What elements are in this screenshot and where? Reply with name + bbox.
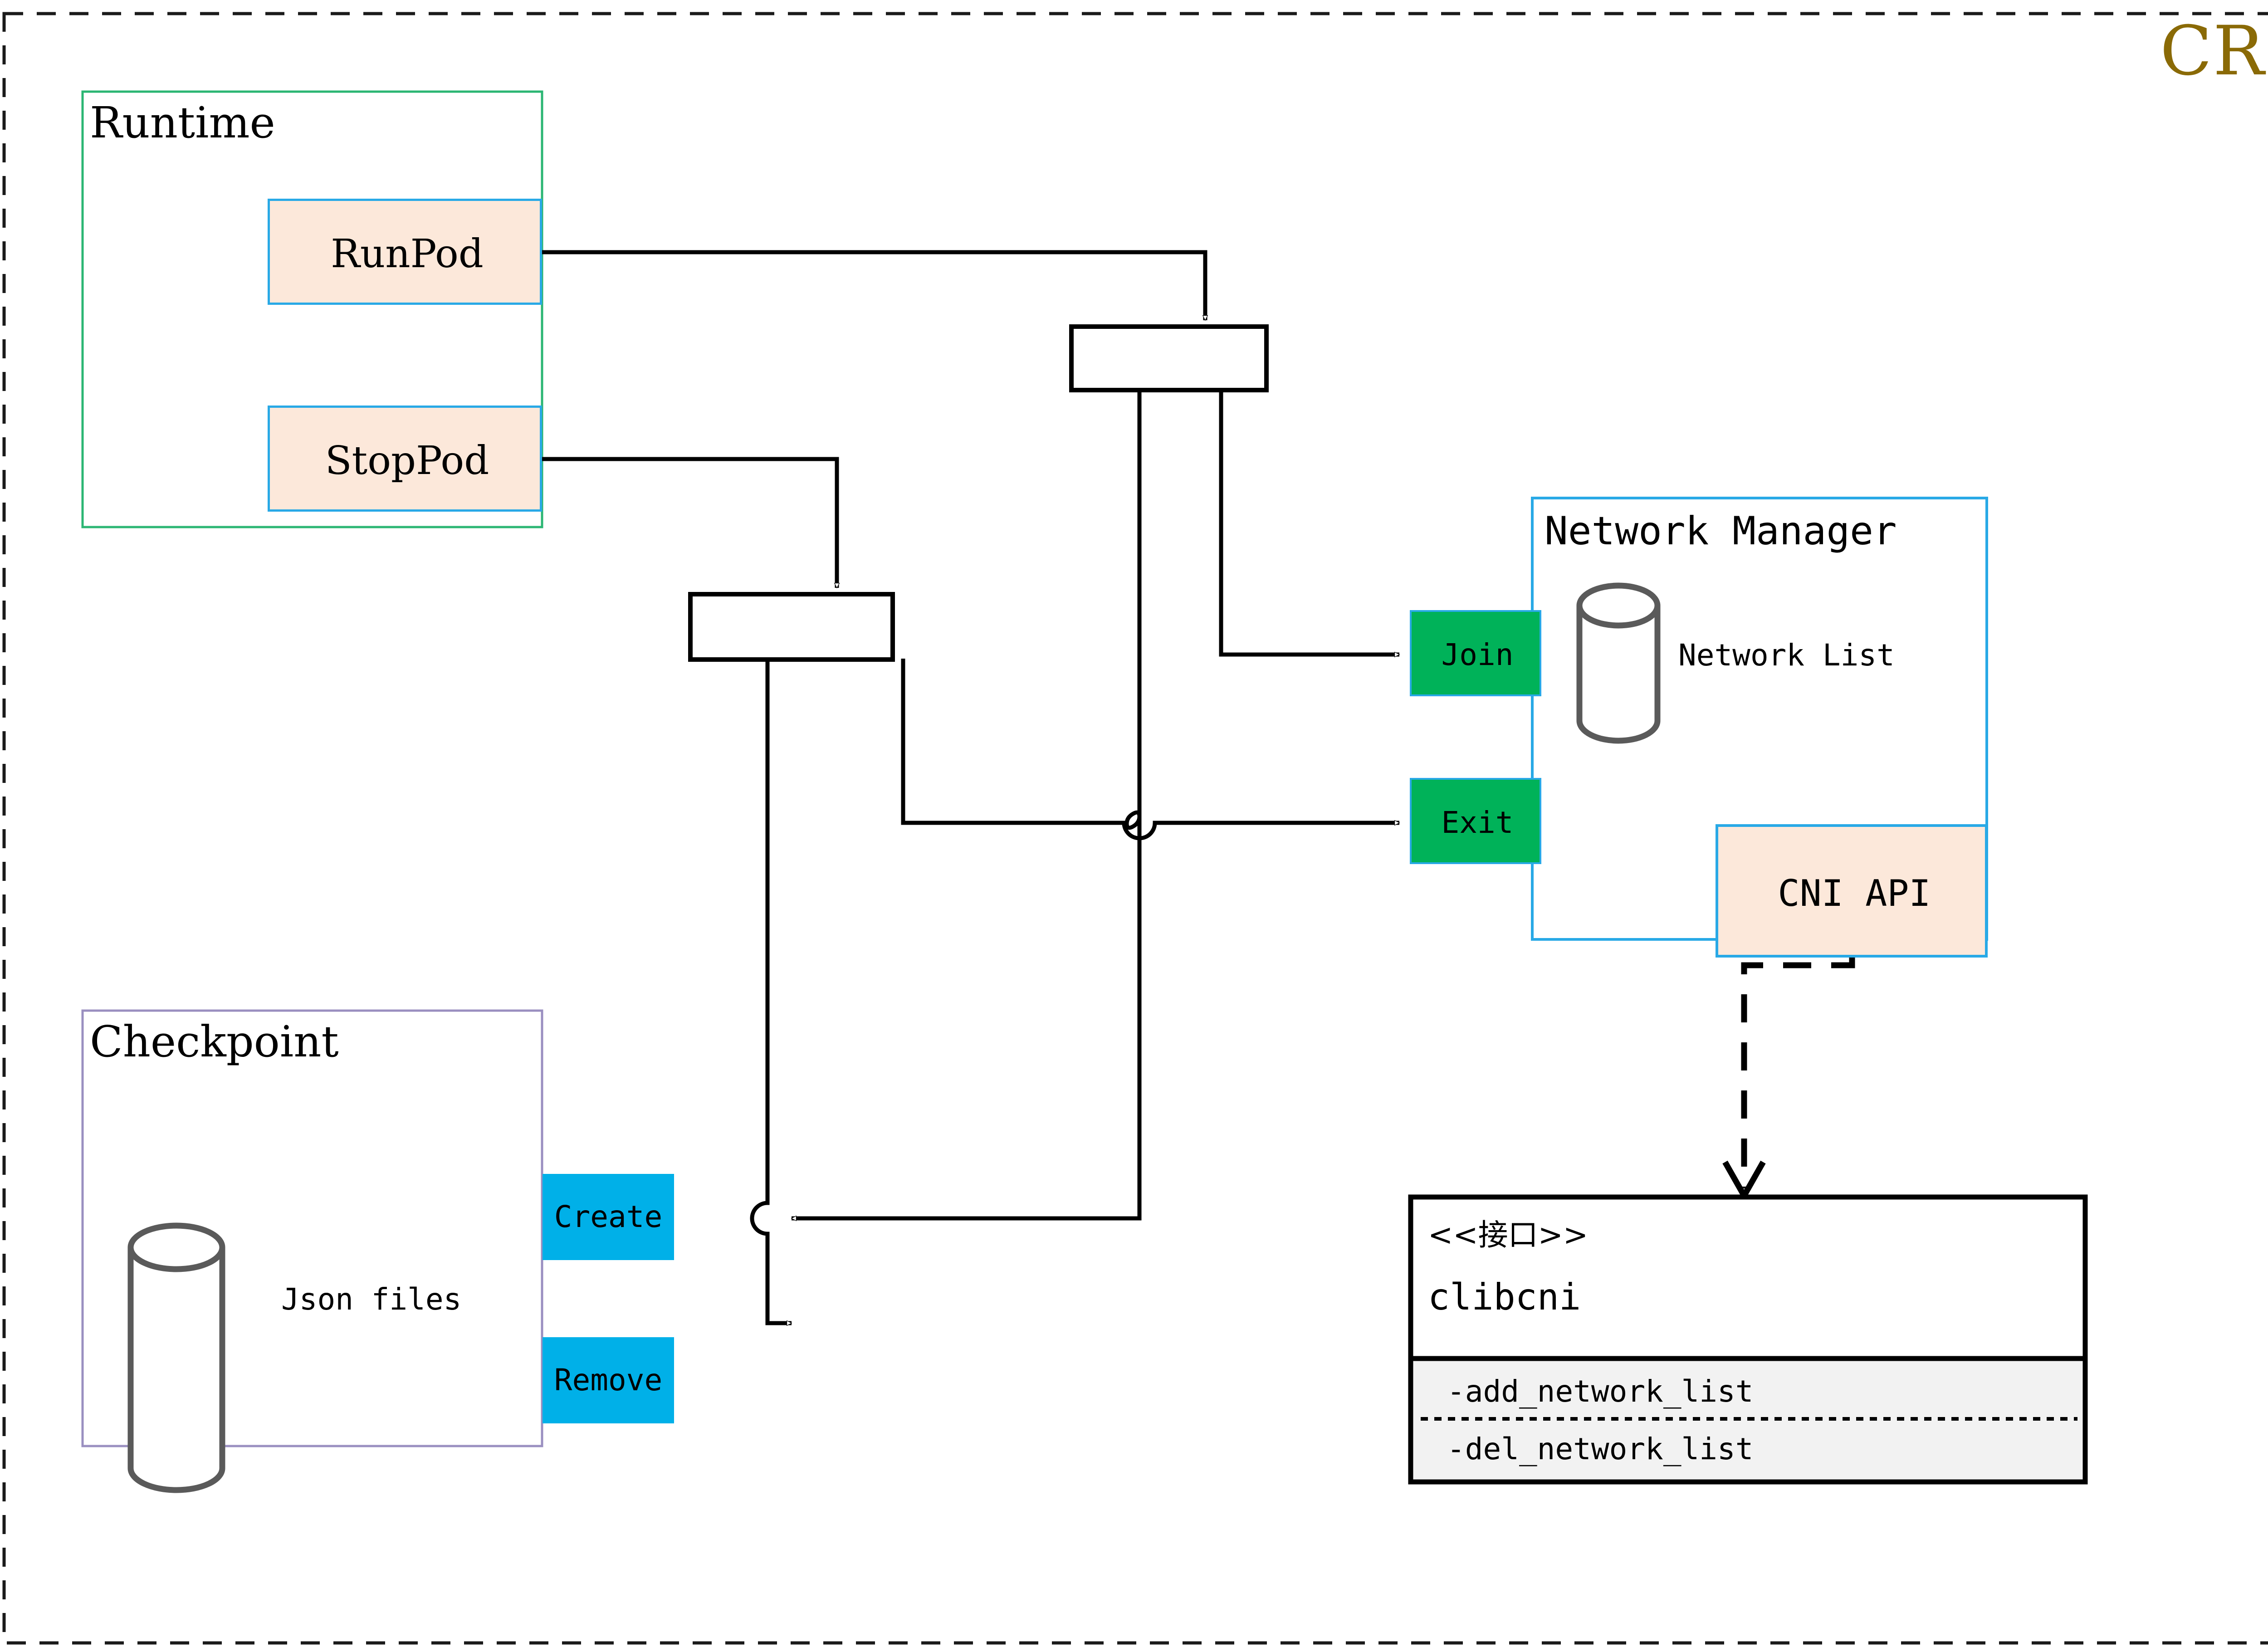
json-files-cylinder-icon xyxy=(127,1222,225,1493)
line-stoppod-to-bar2 xyxy=(542,457,837,588)
exit-label: Exit xyxy=(1441,805,1514,840)
join-action-box[interactable]: Join xyxy=(1410,610,1541,696)
line-runpod-to-bar1 xyxy=(542,250,1205,320)
create-action-box[interactable]: Create xyxy=(543,1174,674,1260)
clibcni-method-add: -add_network_list xyxy=(1447,1374,1754,1409)
exit-action-box[interactable]: Exit xyxy=(1410,778,1541,864)
clibcni-method-del: -del_network_list xyxy=(1447,1432,1754,1466)
remove-label: Remove xyxy=(554,1363,663,1398)
line-bar1-to-join xyxy=(1219,389,1399,655)
network-list-cylinder-icon xyxy=(1576,582,1661,744)
json-files-label: Json files xyxy=(281,1282,462,1317)
create-label: Create xyxy=(554,1199,663,1234)
join-label: Join xyxy=(1441,637,1514,672)
runtime-title: Runtime xyxy=(90,98,275,148)
remove-action-box[interactable]: Remove xyxy=(543,1337,674,1423)
stoppod-method-box[interactable]: StopPod xyxy=(268,406,542,512)
line-bar2-to-remove xyxy=(750,659,792,1323)
cni-api-label: CNI API xyxy=(1778,872,1931,914)
clibcni-interface-shape xyxy=(1408,1194,2088,1485)
runpod-fork-bar xyxy=(1069,324,1269,392)
cni-api-box[interactable]: CNI API xyxy=(1716,824,1988,958)
connector-lines xyxy=(542,250,1399,1323)
stoppod-label: StopPod xyxy=(325,438,489,484)
line-bar2-to-exit xyxy=(901,659,1399,841)
network-list-label: Network List xyxy=(1678,638,1895,673)
clibcni-name: clibcni xyxy=(1428,1276,1581,1318)
stoppod-fork-bar xyxy=(688,592,895,662)
network-manager-title: Network Manager xyxy=(1545,508,1897,554)
page-title: CRI xyxy=(2160,12,2268,91)
cni-to-clibcni-dependency xyxy=(1722,958,1855,1202)
clibcni-stereotype: <<接口>> xyxy=(1428,1217,1589,1252)
checkpoint-container-rect xyxy=(81,1009,543,1447)
runtime-container-rect xyxy=(81,90,543,528)
line-bar1-to-create xyxy=(792,389,1142,1218)
runpod-label: RunPod xyxy=(331,231,484,277)
outer-dashed-frame xyxy=(2,12,2268,1645)
runpod-method-box[interactable]: RunPod xyxy=(268,199,542,305)
checkpoint-title: Checkpoint xyxy=(90,1017,339,1067)
